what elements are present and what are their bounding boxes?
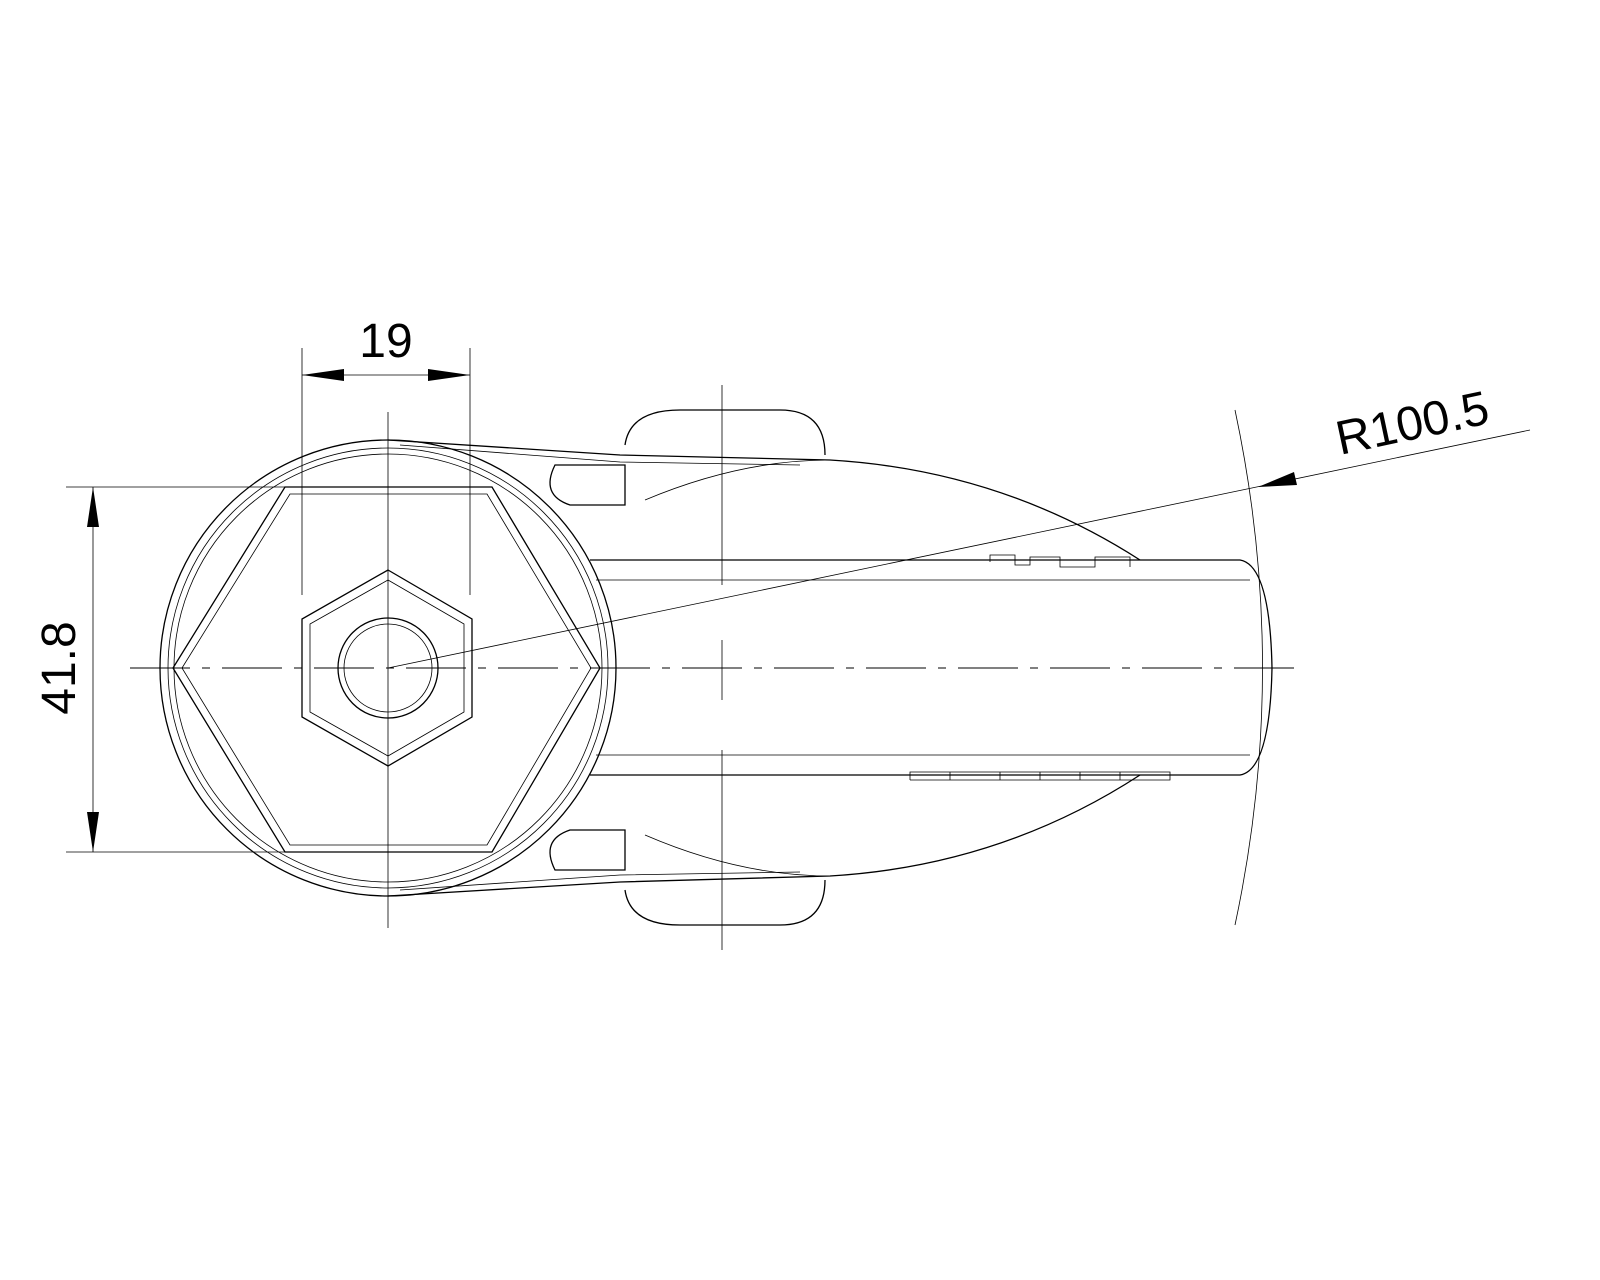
caster-body: [159, 409, 1273, 926]
dimension-width: 19: [301, 315, 471, 595]
wheel-top: [624, 409, 826, 456]
dimension-label-height: 41.8: [33, 621, 86, 714]
dimension-radius: R100.5: [387, 382, 1531, 669]
center-lines: [130, 385, 1300, 950]
wheel-bottom: [624, 879, 826, 926]
dimension-label-width: 19: [359, 315, 412, 368]
dimension-label-radius: R100.5: [1331, 382, 1493, 466]
dimension-height: 41.8: [33, 486, 285, 853]
